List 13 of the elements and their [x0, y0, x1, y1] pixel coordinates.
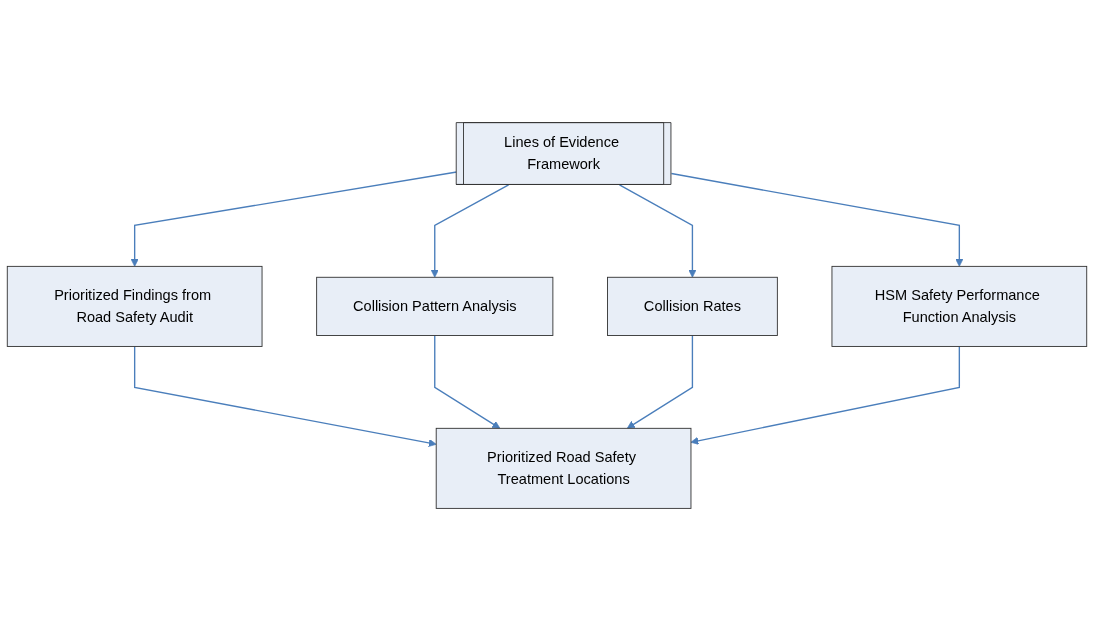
- arrow: [626, 334, 694, 429]
- node-box: Prioritized Road Safety Treatment Locations: [435, 427, 692, 509]
- arrow: [690, 345, 960, 445]
- arrow: [434, 334, 501, 429]
- node-box: Prioritized Findings from Road Safety Audit: [6, 265, 263, 347]
- node-box: Collision Pattern Analysis: [316, 276, 554, 336]
- arrow: [670, 172, 964, 267]
- node-box: HSM Safety Performance Function Analysis: [831, 265, 1088, 347]
- arrow: [618, 184, 697, 278]
- arrow: [430, 184, 510, 278]
- arrow: [134, 345, 437, 447]
- arrow: [130, 171, 458, 267]
- node-box: Collision Rates: [607, 276, 778, 336]
